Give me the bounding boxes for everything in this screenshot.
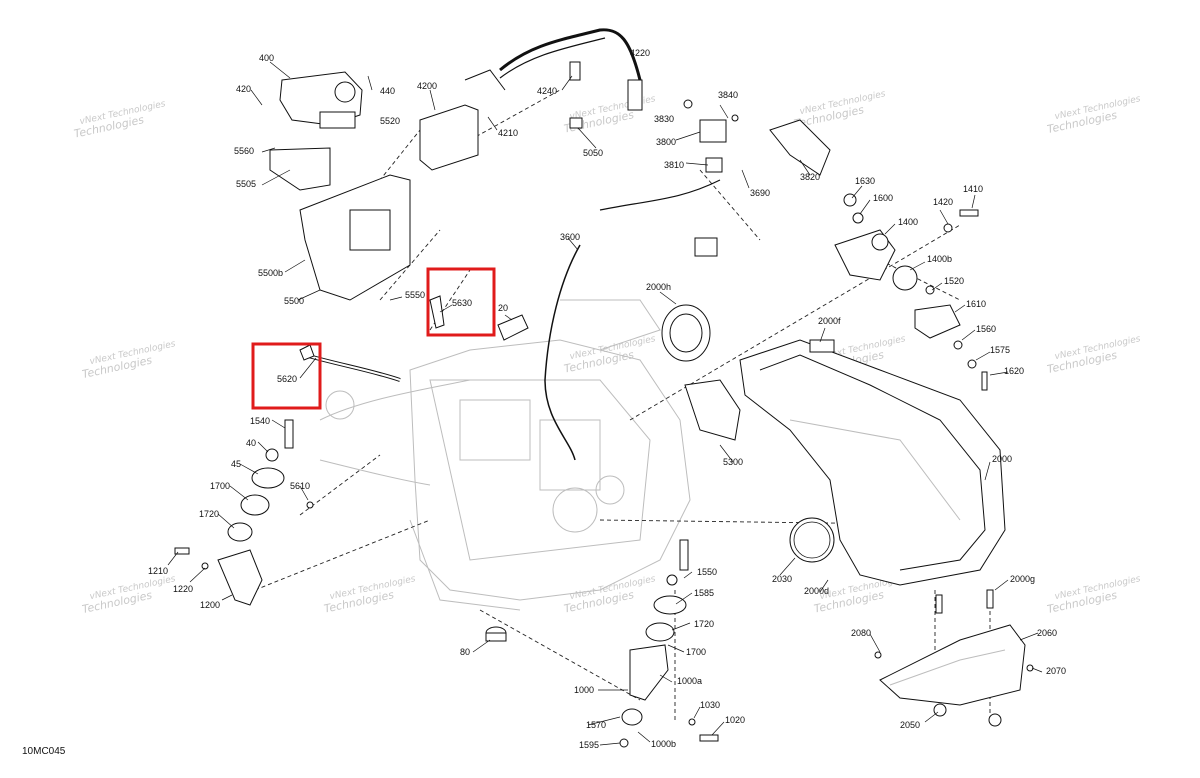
callout-1520: 1520: [944, 276, 964, 286]
callout-1560: 1560: [976, 324, 996, 334]
callout-5550: 5550: [405, 290, 425, 300]
callout-1400b: 1400b: [927, 254, 952, 264]
callout-2000g: 2000g: [1010, 574, 1035, 584]
callout-3820: 3820: [800, 172, 820, 182]
callout-4200: 4200: [417, 81, 437, 91]
callout-5610: 5610: [290, 481, 310, 491]
callout-5630: 5630: [452, 298, 472, 308]
highlight-boxes: [251, 267, 496, 410]
callout-4220: 4220: [630, 48, 650, 58]
callout-2000f: 2000f: [818, 316, 841, 326]
callout-1720: 1720: [199, 509, 219, 519]
callout-3800: 3800: [656, 137, 676, 147]
callout-5560: 5560: [234, 146, 254, 156]
callout-2080: 2080: [851, 628, 871, 638]
callout-2050: 2050: [900, 720, 920, 730]
callout-1620: 1620: [1004, 366, 1024, 376]
callout-1630: 1630: [855, 176, 875, 186]
callout-40: 40: [246, 438, 256, 448]
callout-5300: 5300: [723, 457, 743, 467]
part-400-actuator: [279, 71, 363, 129]
callout-45: 45: [231, 459, 241, 469]
callout-1410: 1410: [963, 184, 983, 194]
callout-1000a: 1000a: [677, 676, 702, 686]
part-5630-clip: [429, 295, 445, 329]
callout-80: 80: [460, 647, 470, 657]
part-2060-tray: [874, 624, 1034, 727]
callout-1210: 1210: [148, 566, 168, 576]
callout-1000: 1000: [574, 685, 594, 695]
callout-1700b: 1700: [686, 647, 706, 657]
callout-1540: 1540: [250, 416, 270, 426]
callout-420: 420: [236, 84, 251, 94]
callout-1575: 1575: [990, 345, 1010, 355]
callout-3830: 3830: [654, 114, 674, 124]
callout-1700: 1700: [210, 481, 230, 491]
part-5500-bracket: [269, 147, 411, 301]
callout-2070: 2070: [1046, 666, 1066, 676]
callout-4240: 4240: [537, 86, 557, 96]
callout-1610: 1610: [966, 299, 986, 309]
callout-5050: 5050: [583, 148, 603, 158]
part-4200-module: [419, 69, 506, 171]
callout-1220: 1220: [173, 584, 193, 594]
callout-2000d: 2000d: [804, 586, 829, 596]
callout-440: 440: [380, 86, 395, 96]
highlight-box-5630: [426, 267, 496, 337]
callout-labels: 400 420 440 5520 5560 5505 5500b 5500 55…: [148, 48, 1066, 750]
callout-1020: 1020: [725, 715, 745, 725]
part-bottom-mount-stack: [485, 539, 719, 748]
highlight-box-5620: [251, 342, 322, 410]
callout-1595: 1595: [579, 740, 599, 750]
callout-5500: 5500: [284, 296, 304, 306]
part-5620-hose: [299, 344, 401, 382]
callout-1420: 1420: [933, 197, 953, 207]
callout-5520: 5520: [380, 116, 400, 126]
callout-2000: 2000: [992, 454, 1012, 464]
callout-5620: 5620: [277, 374, 297, 384]
part-20-dowel: [497, 314, 529, 341]
callout-1030: 1030: [700, 700, 720, 710]
callout-1570: 1570: [586, 720, 606, 730]
callout-1400: 1400: [898, 217, 918, 227]
callout-3810: 3810: [664, 160, 684, 170]
callout-1000b: 1000b: [651, 739, 676, 749]
part-3800-sensor: [683, 99, 831, 176]
callout-5500b: 5500b: [258, 268, 283, 278]
part-4220-harness: [499, 28, 643, 129]
part-left-mount-stack: [174, 419, 314, 606]
callout-20: 20: [498, 303, 508, 313]
callout-5505: 5505: [236, 179, 256, 189]
callout-2060: 2060: [1037, 628, 1057, 638]
diagram-code: 10MC045: [22, 746, 66, 757]
part-2000-airbox: [661, 304, 1006, 614]
callout-1550: 1550: [697, 567, 717, 577]
callout-1600: 1600: [873, 193, 893, 203]
part-1400-group: [834, 193, 988, 391]
leader-lines: [167, 61, 1043, 746]
callout-1585: 1585: [694, 588, 714, 598]
callout-1720b: 1720: [694, 619, 714, 629]
callout-400: 400: [259, 53, 274, 63]
part-3600-cable: [544, 179, 721, 461]
callout-3840: 3840: [718, 90, 738, 100]
callout-3600: 3600: [560, 232, 580, 242]
callout-2000h: 2000h: [646, 282, 671, 292]
engine-ghost: [319, 299, 691, 611]
callout-2030: 2030: [772, 574, 792, 584]
callout-4210: 4210: [498, 128, 518, 138]
callout-3690: 3690: [750, 188, 770, 198]
callout-1200: 1200: [200, 600, 220, 610]
